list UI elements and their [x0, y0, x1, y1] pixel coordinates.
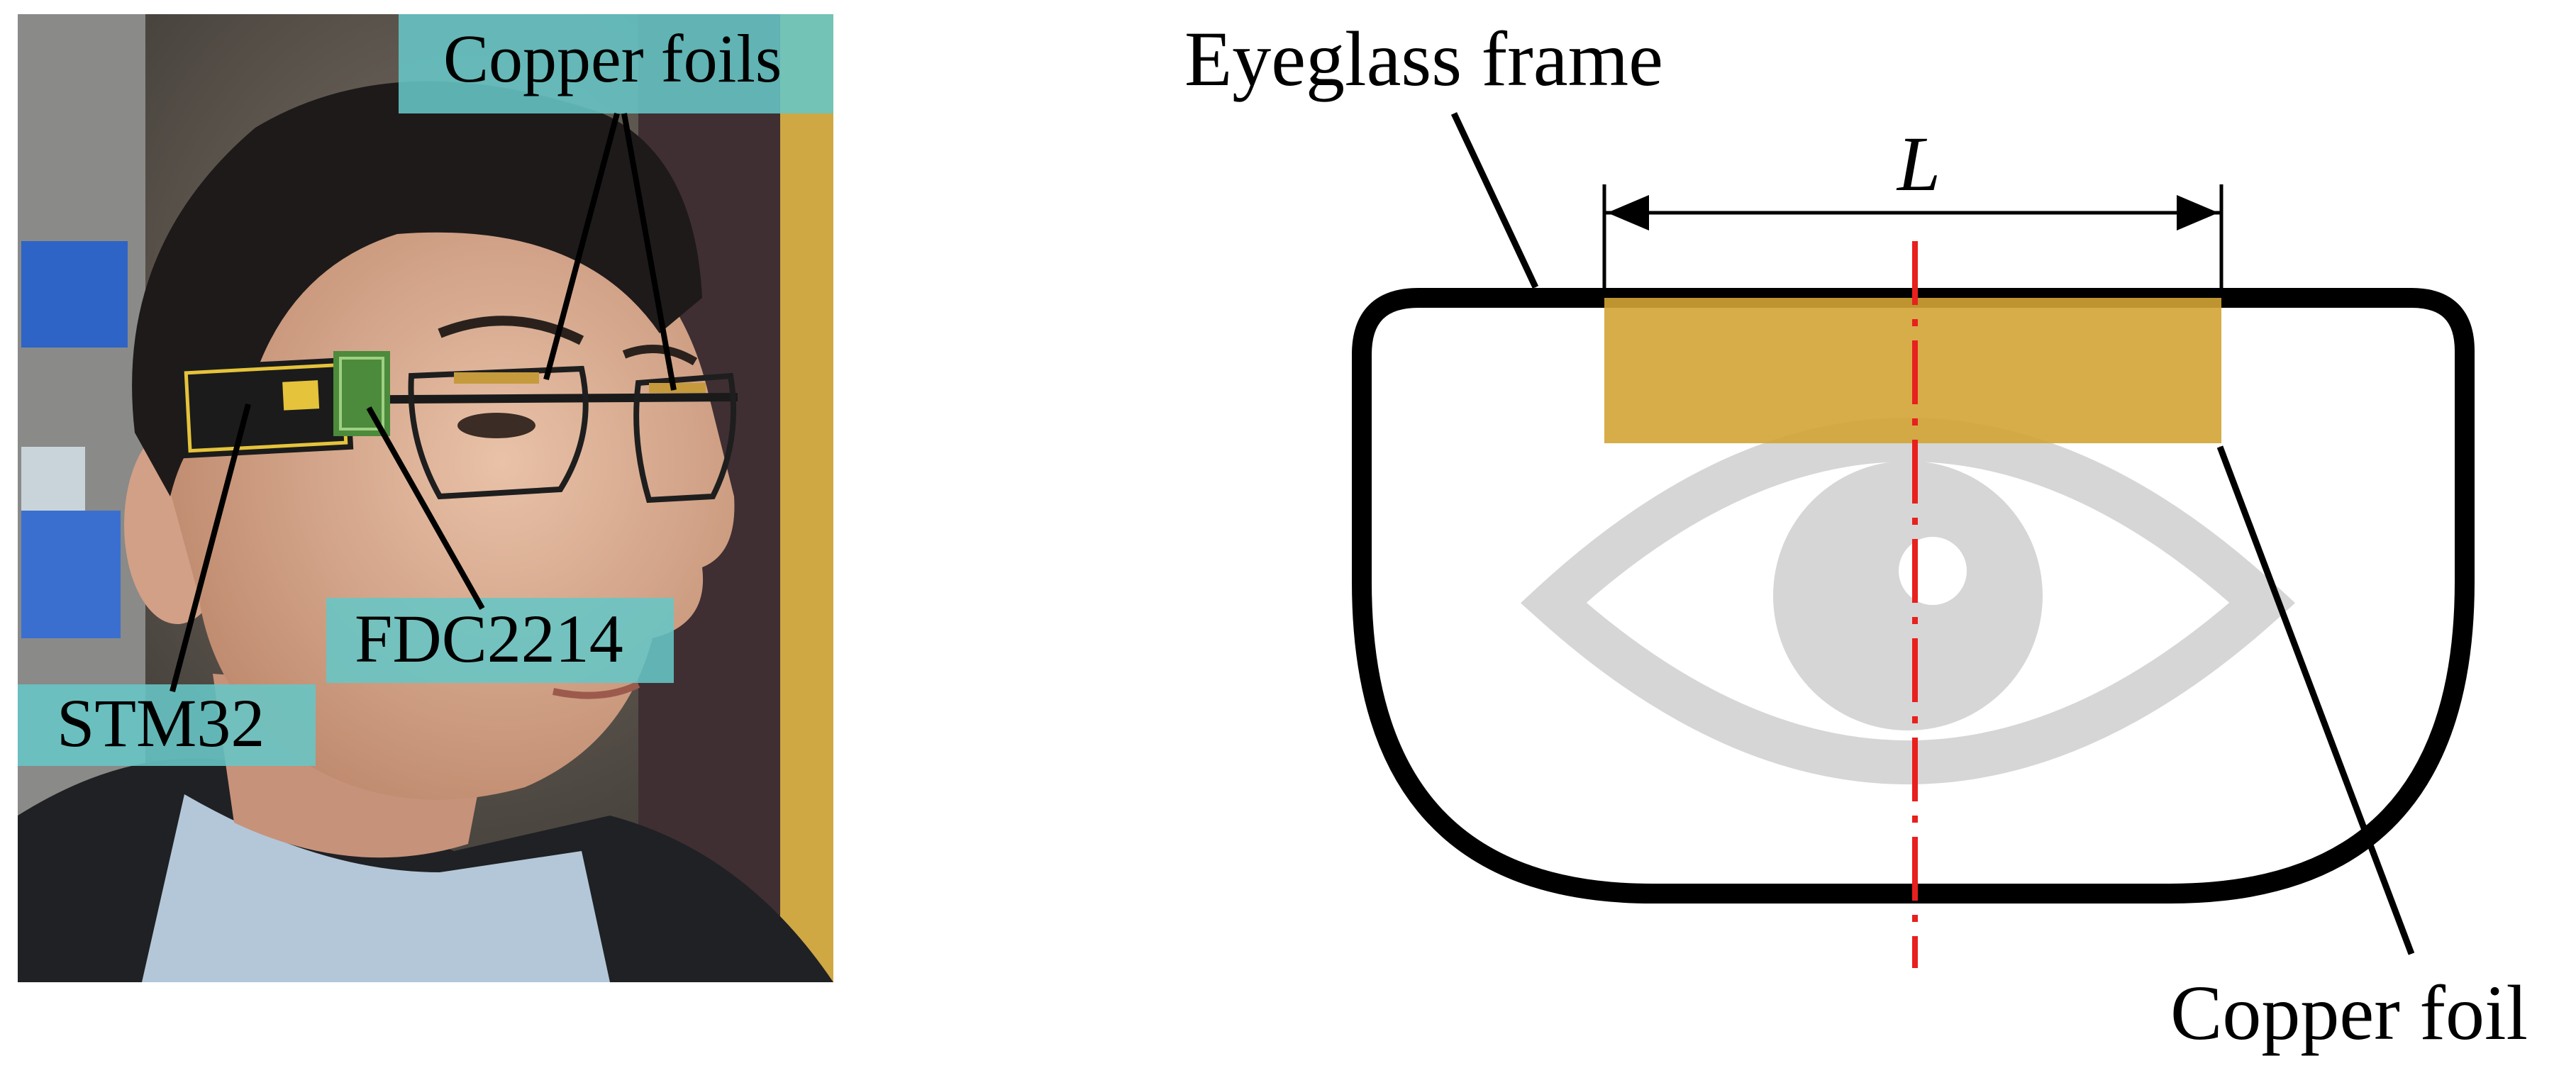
fdc2214-label: FDC2214 — [355, 601, 623, 677]
dimension-arrow-left — [1607, 195, 1649, 230]
copper-foils-label: Copper foils — [443, 21, 782, 96]
photo-panel: Copper foils FDC2214 STM32 — [18, 14, 833, 982]
eyeglass-frame-label: Eyeglass frame — [1184, 16, 1663, 102]
dimension-arrow-right — [2177, 195, 2219, 230]
fdc2214-arrow — [366, 406, 485, 610]
fdc2214-label-box — [326, 598, 674, 683]
copper-foil-label: Copper foil — [2170, 969, 2528, 1056]
copper-foils-label-box — [399, 14, 833, 113]
copper-foil-arrow — [2216, 445, 2415, 955]
schematic-panel: L Eyeglass frame Copper foil — [1184, 16, 2528, 1056]
stm32-label-box — [18, 684, 316, 766]
copper-foils-arrow-2 — [621, 113, 677, 391]
length-label: L — [1896, 121, 1941, 207]
stm32-arrow — [170, 403, 251, 693]
photo — [18, 14, 833, 982]
eyeglass-frame-arrow — [1450, 112, 1539, 289]
eye-icon — [1520, 418, 2296, 784]
copper-foils-arrow-1 — [543, 112, 620, 381]
stm32-label: STM32 — [57, 685, 265, 761]
eyeglass-frame — [1352, 288, 2475, 904]
